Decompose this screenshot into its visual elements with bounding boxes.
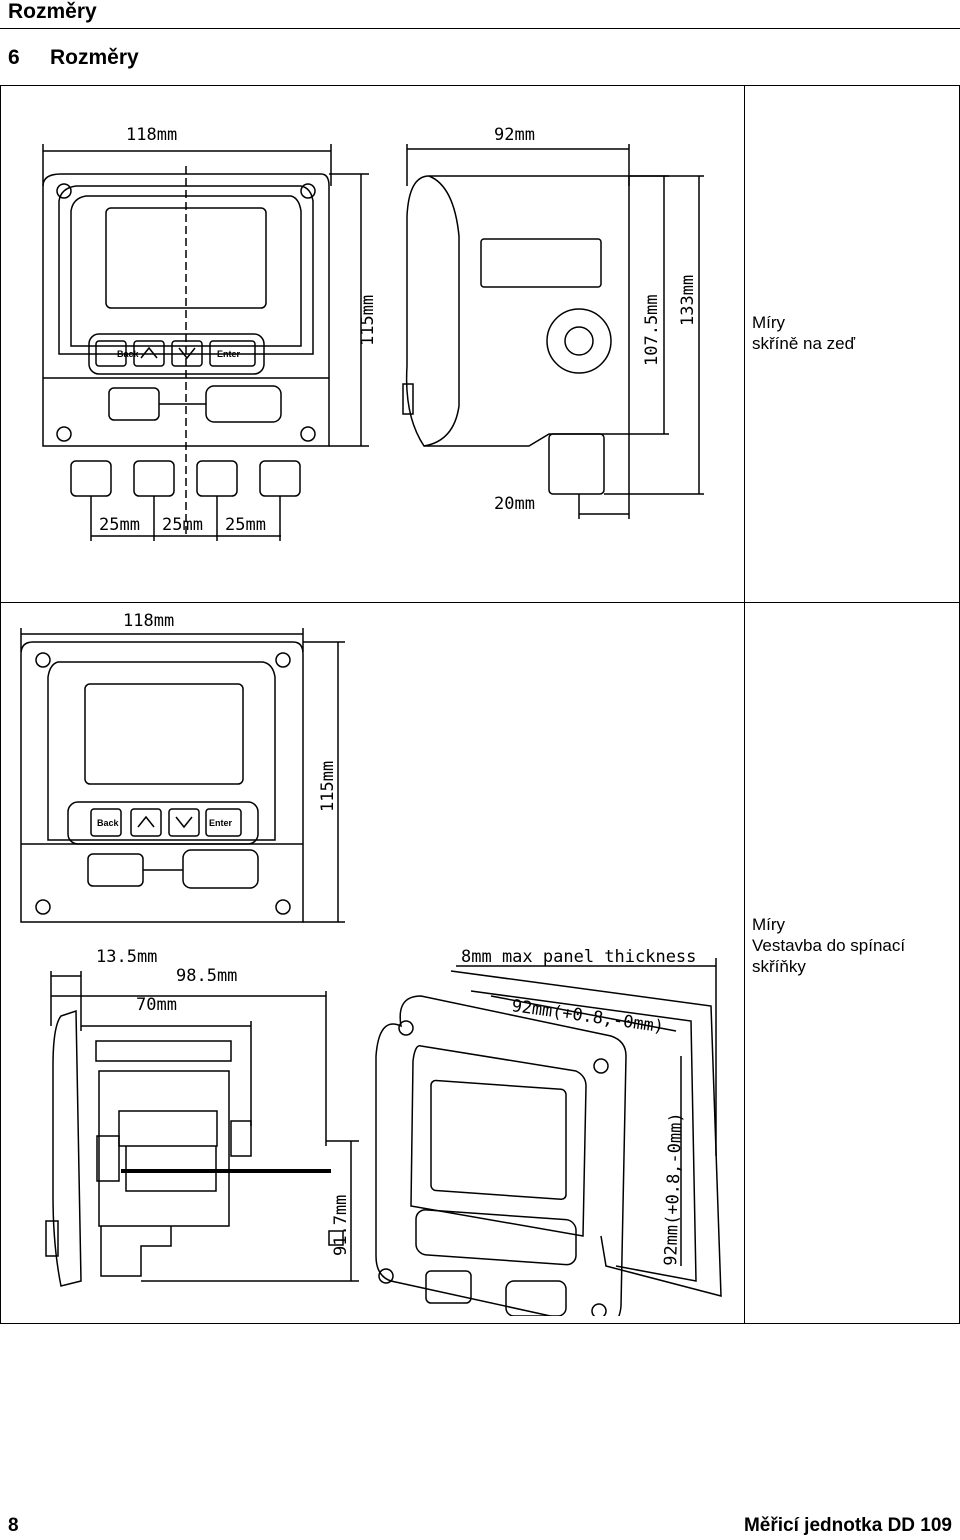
dim-gland: 20mm	[494, 494, 535, 514]
panel-cutout-drawing: 8mm max panel thickness 92mm(+0.8,-0mm) …	[375, 947, 722, 1316]
footer-product: Měřicí jednotka DD 109	[743, 1515, 952, 1536]
dim-91-7: 91.7mm	[331, 1195, 351, 1256]
dim-height: 115mm	[358, 295, 378, 346]
caption-panel-mount: Míry Vestavba do spínací skříňky	[752, 914, 905, 977]
caption-line: Míry	[752, 313, 786, 332]
dim-panel-thickness: 8mm max panel thickness	[461, 947, 696, 967]
header-rule	[0, 28, 960, 29]
dim-height: 115mm	[318, 761, 338, 812]
caption-line: skříňky	[752, 957, 806, 976]
caption-line: skříně na zeď	[752, 334, 856, 353]
wall-mount-side-drawing: 92mm 107.5mm 133mm 20mm	[402, 125, 704, 519]
dim-13-5: 13.5mm	[96, 947, 157, 967]
back-button-label: Back	[97, 818, 120, 828]
dim-133: 133mm	[678, 275, 698, 326]
running-head: Rozměry	[8, 0, 97, 23]
dim-width: 118mm	[123, 612, 174, 631]
dim-70: 70mm	[136, 995, 177, 1015]
caption-line: Míry	[752, 915, 786, 934]
enter-button-label: Enter	[209, 818, 233, 828]
dim-spacing-2: 25mm	[162, 515, 203, 535]
page-number: 8	[8, 1515, 19, 1536]
section-title: 6 Rozměry	[8, 46, 139, 70]
dim-cutout-height: 92mm(+0.8,-0mm)	[661, 1112, 686, 1266]
wall-mount-front-drawing: 118mm 115mm 25mm 25mm 25mm Back Enter	[42, 125, 378, 541]
dim-98-5: 98.5mm	[176, 966, 237, 986]
panel-mount-front-drawing: 118mm 115mm Back Enter	[20, 612, 345, 923]
panel-mount-side-drawing: 13.5mm 98.5mm 70mm 91.7mm	[45, 947, 359, 1287]
section-number: 6	[8, 46, 20, 69]
column-divider	[744, 86, 745, 1323]
caption-line: Vestavba do spínací	[752, 936, 906, 955]
dimension-table: 118mm 115mm 25mm 25mm 25mm Back Enter 92…	[0, 85, 960, 1324]
section-title-text: Rozměry	[50, 46, 139, 69]
caption-wall-mount: Míry skříně na zeď	[752, 312, 855, 354]
back-button-label: Back	[117, 349, 140, 359]
dim-width: 118mm	[126, 125, 177, 145]
enter-button-label: Enter	[217, 349, 241, 359]
dim-spacing-1: 25mm	[99, 515, 140, 535]
dim-107-5: 107.5mm	[642, 294, 662, 366]
dim-spacing-3: 25mm	[225, 515, 266, 535]
row-divider	[1, 602, 959, 603]
dim-depth: 92mm	[494, 125, 535, 145]
